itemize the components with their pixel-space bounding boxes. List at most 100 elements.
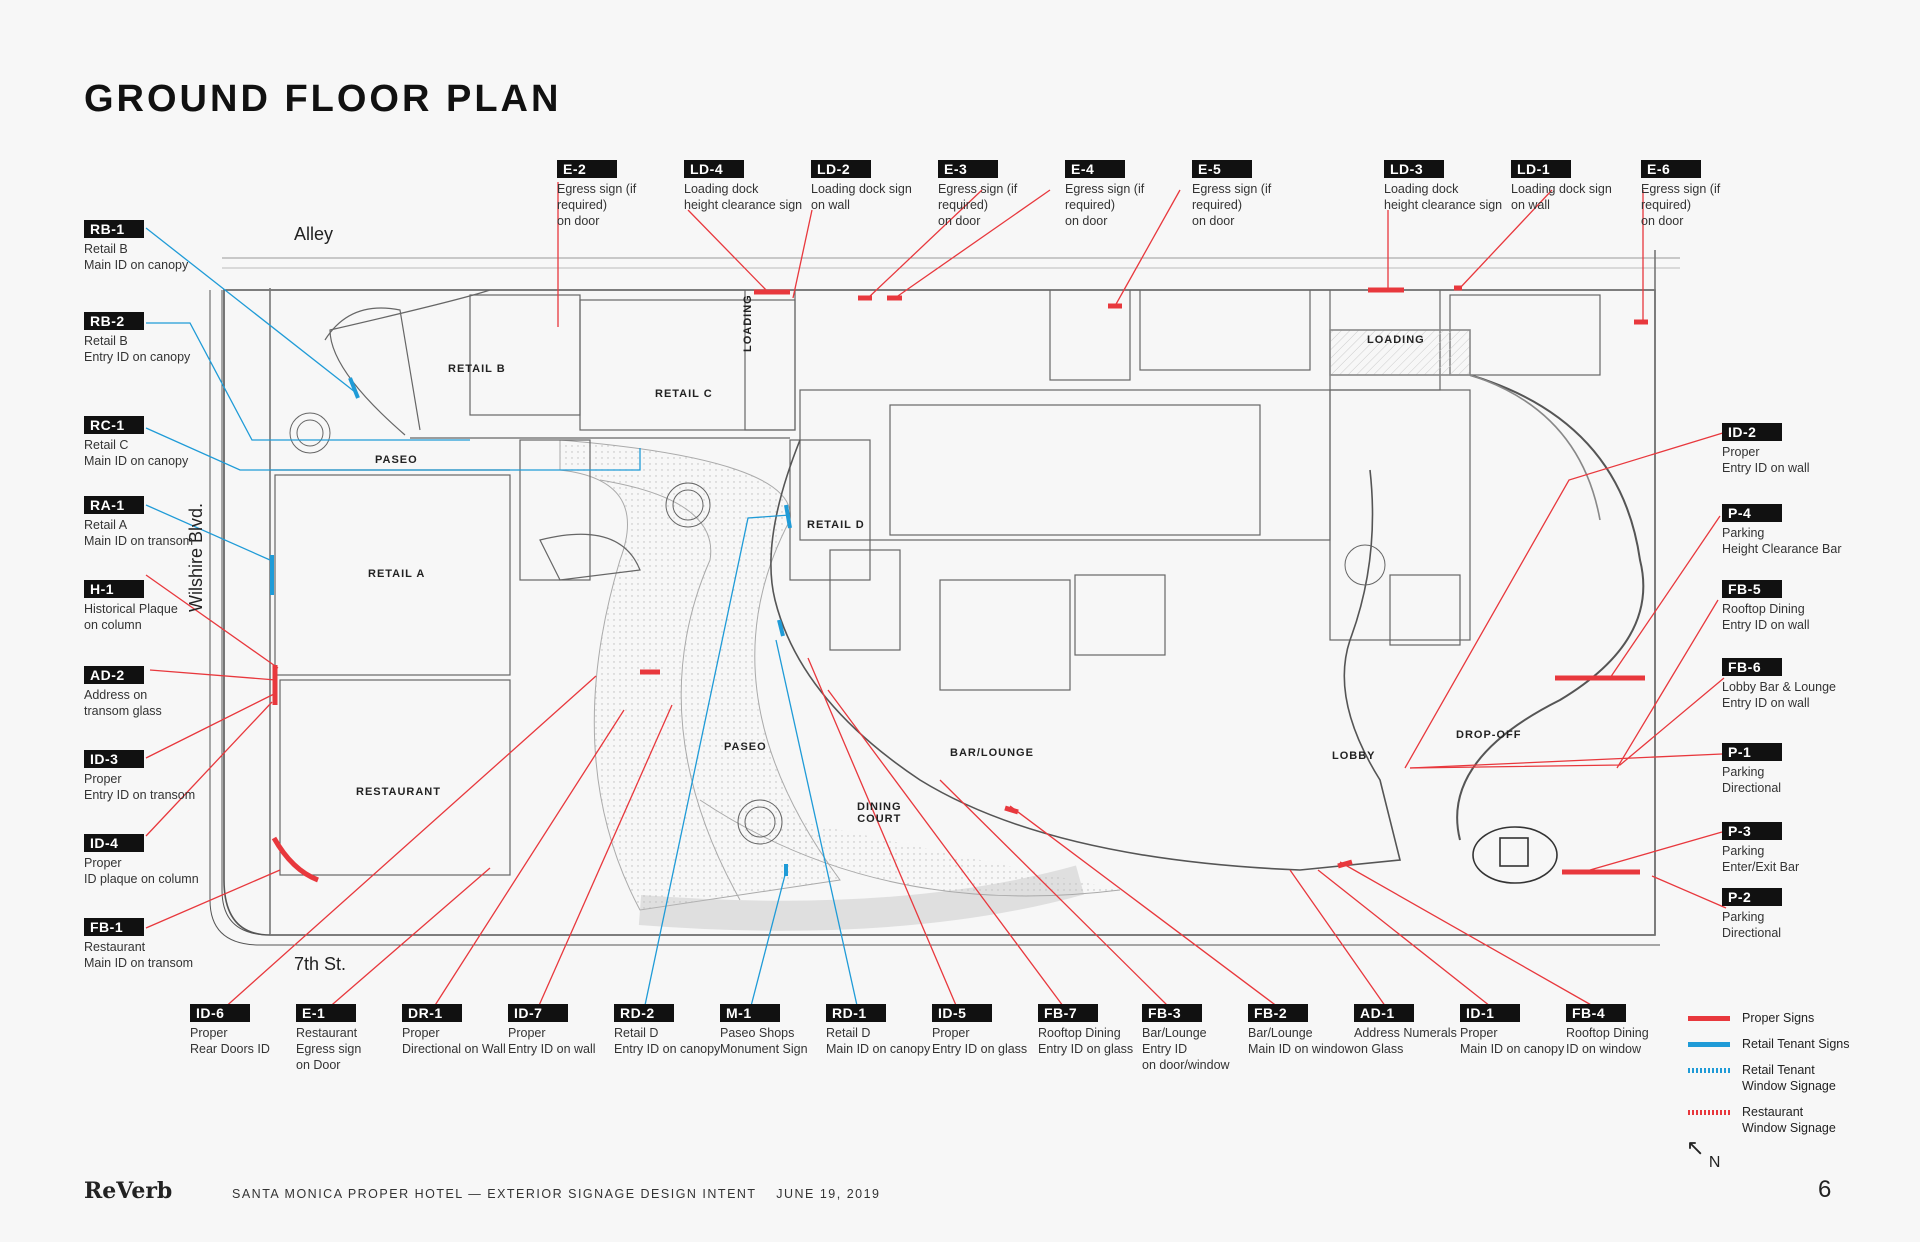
callout-tag: RB-2 <box>84 312 144 330</box>
callout-desc: Egress sign (if required) on door <box>1192 182 1272 228</box>
callout-desc: Retail D Entry ID on canopy <box>614 1026 721 1056</box>
callout-desc: Proper Entry ID on wall <box>508 1026 596 1056</box>
callout-tag: E-2 <box>557 160 617 178</box>
callout-desc: Proper Directional on Wall <box>402 1026 506 1056</box>
proper-sign-markers <box>271 285 1648 883</box>
legend-item-retail: Retail Tenant Signs <box>1688 1036 1849 1052</box>
room-label-bar-lounge: BAR/LOUNGE <box>950 747 1034 759</box>
paseo-paving <box>559 439 1121 931</box>
callout-tag: P-2 <box>1722 888 1782 906</box>
legend-item-proper: Proper Signs <box>1688 1010 1849 1026</box>
callout-tag: RD-1 <box>826 1004 886 1022</box>
callout-desc: Loading dock height clearance sign <box>1384 182 1503 212</box>
room-label-loading: LOADING <box>1367 334 1425 346</box>
callout-desc: Proper ID plaque on column <box>84 856 199 886</box>
callout-tag: E-6 <box>1641 160 1701 178</box>
callout-tag: DR-1 <box>402 1004 462 1022</box>
room-label-paseo-top: PASEO <box>375 454 418 466</box>
callout-tag: LD-2 <box>811 160 871 178</box>
callout-desc: Retail C Main ID on canopy <box>84 438 189 468</box>
callout-tag: RB-1 <box>84 220 144 238</box>
callout-tag: P-1 <box>1722 743 1782 761</box>
callout-desc: Parking Directional <box>1722 765 1782 795</box>
room-label-loading-vertical: LOADING <box>742 294 754 352</box>
curb <box>209 290 1660 946</box>
legend-label: Restaurant Window Signage <box>1742 1105 1836 1135</box>
legend-swatch <box>1688 1016 1730 1021</box>
callout-desc: Restaurant Egress sign on Door <box>296 1026 362 1072</box>
room-label-drop-off: DROP-OFF <box>1456 729 1522 741</box>
legend-label: Proper Signs <box>1742 1011 1815 1025</box>
callout-tag: E-3 <box>938 160 998 178</box>
callout-desc: Historical Plaque on column <box>84 602 178 632</box>
callout-tag: ID-2 <box>1722 423 1782 441</box>
callout-desc: Address Numerals on Glass <box>1354 1026 1457 1056</box>
building-outline <box>222 250 1680 936</box>
callout-tag: LD-1 <box>1511 160 1571 178</box>
callout-tag: RD-2 <box>614 1004 674 1022</box>
retail-sign-leaders <box>145 227 859 1011</box>
callout-desc: Loading dock sign on wall <box>811 182 912 212</box>
callout-tag: E-1 <box>296 1004 356 1022</box>
callout-desc: Egress sign (if required) on door <box>938 182 1018 228</box>
callout-tag: LD-3 <box>1384 160 1444 178</box>
callout-desc: Rooftop Dining Entry ID on glass <box>1038 1026 1134 1056</box>
footer-project-info: SANTA MONICA PROPER HOTEL — EXTERIOR SIG… <box>232 1187 881 1201</box>
legend-swatch <box>1688 1110 1730 1115</box>
callout-tag: ID-5 <box>932 1004 992 1022</box>
page-number: 6 <box>1818 1176 1832 1203</box>
room-label-retail-d: RETAIL D <box>807 519 865 531</box>
callout-desc: Egress sign (if required) on door <box>1065 182 1145 228</box>
legend-swatch <box>1688 1068 1730 1073</box>
callout-desc: Proper Entry ID on transom <box>84 772 196 802</box>
callout-desc: Retail B Entry ID on canopy <box>84 334 191 364</box>
callout-tag: FB-7 <box>1038 1004 1098 1022</box>
callout-desc: Retail A Main ID on transom <box>84 518 194 548</box>
curved-facade <box>770 329 1645 884</box>
north-arrow-icon: ↖ <box>1686 1135 1705 1160</box>
street-label-7th: 7th St. <box>294 954 347 974</box>
callout-tag: P-4 <box>1722 504 1782 522</box>
callout-desc: Egress sign (if required) on door <box>557 182 637 228</box>
legend-label: Retail Tenant Signs <box>1742 1037 1850 1051</box>
callout-desc: Address on transom glass <box>84 688 162 718</box>
callout-desc: Rooftop Dining Entry ID on wall <box>1722 602 1810 632</box>
callout-desc: Rooftop Dining ID on window <box>1566 1026 1649 1056</box>
planters <box>289 412 1386 845</box>
callout-tag: RA-1 <box>84 496 144 514</box>
brand-logo: ReVerb <box>84 1178 173 1204</box>
callout-desc: Bar/Lounge Entry ID on door/window <box>1142 1026 1230 1072</box>
callout-desc: Egress sign (if required) on door <box>1641 182 1721 228</box>
callout-desc: Proper Main ID on canopy <box>1460 1026 1565 1056</box>
callout-tag: ID-3 <box>84 750 144 768</box>
callout-tag: RC-1 <box>84 416 144 434</box>
callout-desc: Parking Enter/Exit Bar <box>1722 844 1800 874</box>
street-label-alley: Alley <box>294 224 334 244</box>
callout-desc: Parking Height Clearance Bar <box>1722 526 1842 556</box>
legend-swatch <box>1688 1042 1730 1047</box>
callout-desc: Paseo Shops Monument Sign <box>720 1026 808 1056</box>
